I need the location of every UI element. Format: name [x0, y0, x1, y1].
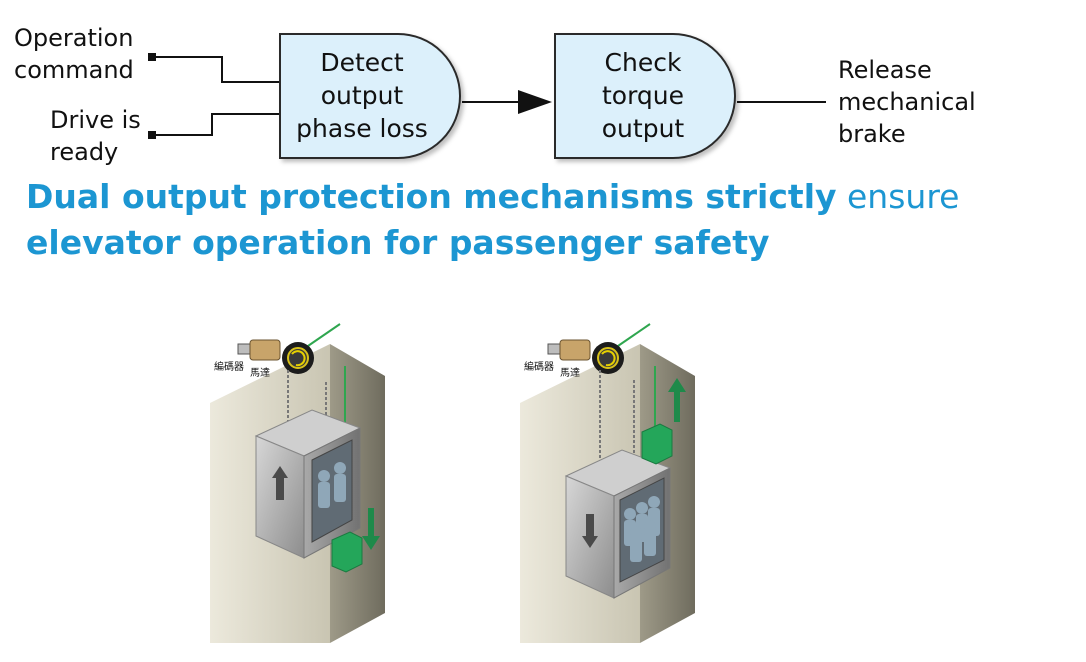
car-down-arrow-icon — [582, 514, 598, 548]
counterweight-block — [641, 423, 673, 465]
headline-line-1: Dual output protection mechanisms strict… — [26, 177, 960, 216]
rope-top — [304, 323, 341, 349]
flow-diagram — [148, 33, 826, 159]
elevator-illustration-up: 編碼器 馬達 — [210, 323, 385, 643]
input-label-operation-command: Operation command — [14, 24, 134, 84]
encoder-label: 編碼器 — [524, 360, 554, 373]
and-gate-detect — [279, 33, 461, 159]
input-label-drive-ready: Drive is ready — [50, 106, 141, 166]
encoder-icon — [237, 339, 281, 361]
encoder-icon — [547, 339, 591, 361]
motor-sheave-icon — [282, 342, 314, 374]
counterweight-up-arrow-icon — [668, 378, 686, 422]
gate-label-check-torque: Check torque output — [601, 48, 685, 143]
flow-arrow — [462, 90, 552, 114]
passengers-icon — [318, 462, 346, 508]
headline-line-2: elevator operation for passenger safety — [26, 223, 770, 262]
passengers-icon — [624, 496, 660, 562]
rope-top — [614, 323, 651, 349]
encoder-label: 編碼器 — [214, 360, 244, 373]
input-wire-drive-ready — [148, 113, 280, 139]
motor-label: 馬達 — [250, 367, 270, 379]
motor-label: 馬達 — [560, 367, 580, 379]
gate-label-detect-phase-loss: Detect output phase loss — [296, 48, 428, 143]
elevator-illustration-down: 編碼器 馬達 — [520, 323, 695, 643]
and-gate-check — [554, 33, 736, 159]
counterweight-block — [331, 531, 363, 573]
counterweight-down-arrow-icon — [362, 508, 380, 550]
input-wire-operation — [148, 53, 280, 83]
car-up-arrow-icon — [272, 466, 288, 500]
output-label-release-brake: Release mechanical brake — [838, 56, 976, 148]
motor-sheave-icon — [592, 342, 624, 374]
